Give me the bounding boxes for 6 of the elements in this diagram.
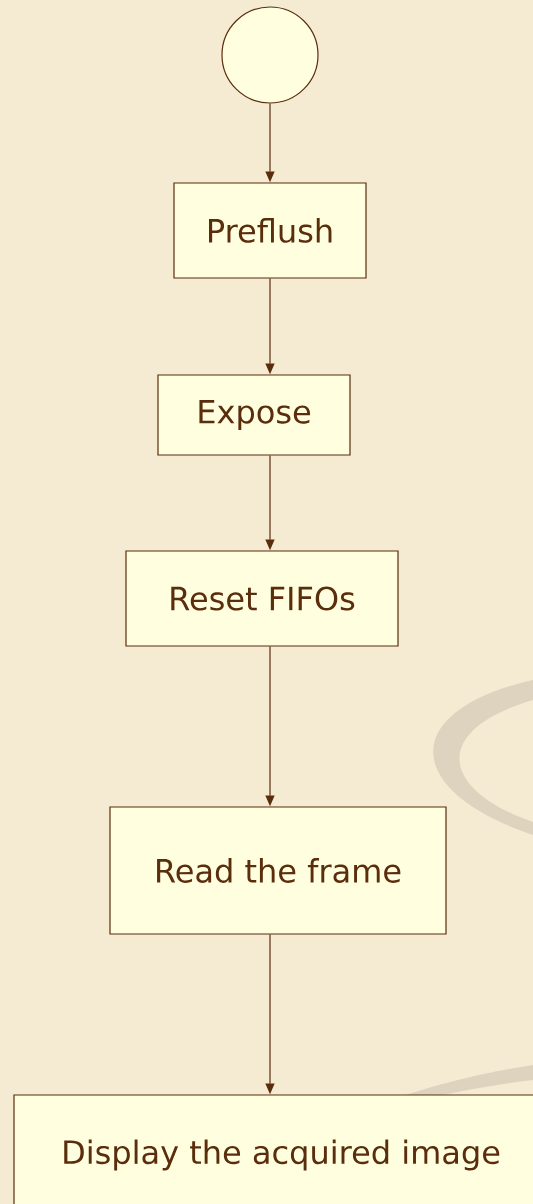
start-circle <box>221 6 319 104</box>
process-box: Expose <box>157 374 351 456</box>
process-box: Read the frame <box>109 806 447 935</box>
process-box: Display the acquired image <box>13 1094 533 1204</box>
process-box: Preflush <box>173 182 367 279</box>
process-box: Reset FIFOs <box>125 550 399 647</box>
